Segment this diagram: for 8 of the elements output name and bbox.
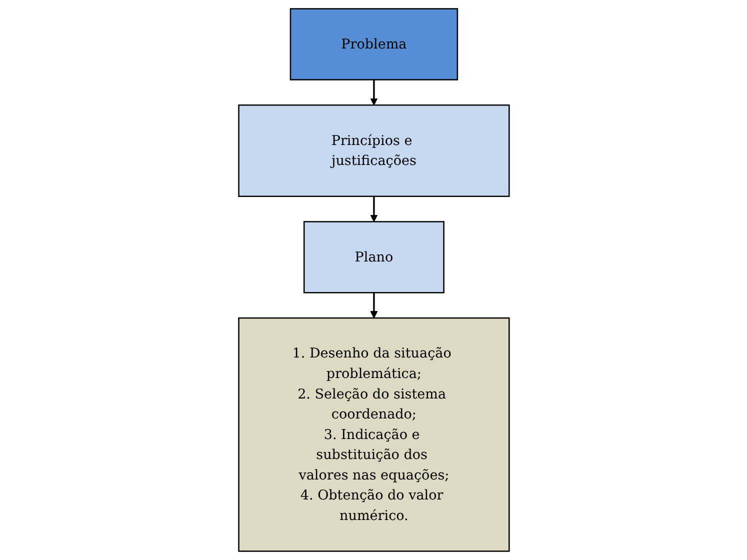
arrow: [370, 292, 378, 318]
node-box: [238, 104, 510, 197]
arrow: [370, 80, 378, 106]
node-box: [303, 221, 444, 294]
node-box: [238, 317, 510, 552]
node-box: [289, 8, 458, 80]
arrow: [370, 196, 378, 222]
flowchart-drawing: Problema Princípios e justificações Plano 1. Desenho da situação problemática; 2. Seleção do sistema coordenado; 3. Indicação e substituição dos valores nas equações; 4. Obtenção do valor numérico.: [232, 2, 516, 558]
